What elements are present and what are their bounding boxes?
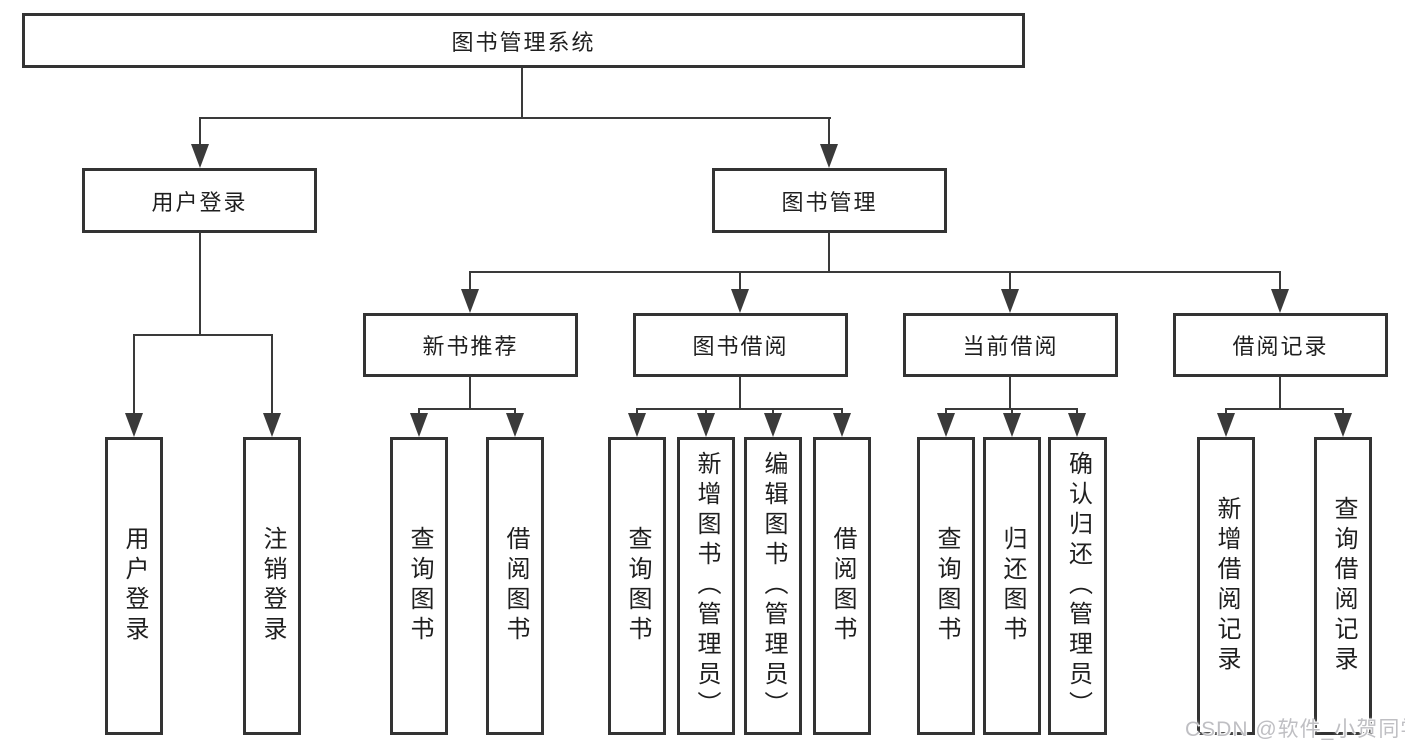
node-leaf-add-borrow-record: 新增借阅记录 xyxy=(1197,437,1255,735)
connector-line xyxy=(133,334,273,336)
node-leaf-user-login: 用户登录 xyxy=(105,437,163,735)
node-label: 归还图书 xyxy=(999,526,1026,646)
node-label: 查询图书 xyxy=(406,526,433,646)
connector-line xyxy=(828,232,830,273)
connector-arrow-down xyxy=(1271,272,1289,313)
connector-arrow-down xyxy=(833,409,851,437)
node-current-borrowing: 当前借阅 xyxy=(903,313,1118,377)
node-label: 编辑图书（管理员） xyxy=(760,451,787,721)
node-label: 注销登录 xyxy=(259,526,286,646)
connector-arrow-down xyxy=(125,335,143,437)
node-borrowing-records: 借阅记录 xyxy=(1173,313,1388,377)
connector-arrow-down xyxy=(628,409,646,437)
node-label: 借阅图书 xyxy=(829,526,856,646)
connector-arrow-down xyxy=(410,409,428,437)
node-leaf-borrow-books: 借阅图书 xyxy=(813,437,871,735)
connector-arrow-down xyxy=(731,272,749,313)
node-leaf-query-borrow-record: 查询借阅记录 xyxy=(1314,437,1372,735)
connector-line xyxy=(739,376,741,410)
connector-arrow-down xyxy=(697,409,715,437)
node-label: 新书推荐 xyxy=(422,334,519,359)
csdn-watermark: CSDN @软件_小贺同学 xyxy=(1185,718,1405,741)
node-leaf-return-books: 归还图书 xyxy=(983,437,1041,735)
connector-arrow-down xyxy=(1001,272,1019,313)
connector-arrow-down xyxy=(1334,409,1352,437)
node-label: 查询借阅记录 xyxy=(1330,496,1357,676)
connector-arrow-down xyxy=(820,118,838,168)
node-label: 查询图书 xyxy=(933,526,960,646)
connector-line xyxy=(1009,376,1011,410)
connector-line xyxy=(469,376,471,410)
connector-line xyxy=(199,117,831,119)
connector-line xyxy=(636,408,843,410)
node-label: 借阅图书 xyxy=(502,526,529,646)
node-label: 查询图书 xyxy=(624,526,651,646)
node-label: 用户登录 xyxy=(151,189,248,215)
node-label: 确认归还（管理员） xyxy=(1064,451,1092,721)
node-leaf-edit-books-admin: 编辑图书（管理员） xyxy=(744,437,802,735)
node-leaf-query-books-current: 查询图书 xyxy=(917,437,975,735)
connector-line xyxy=(1225,408,1344,410)
node-leaf-logout: 注销登录 xyxy=(243,437,301,735)
connector-arrow-down xyxy=(1003,409,1021,437)
node-label: 图书管理 xyxy=(781,189,878,215)
connector-line xyxy=(1279,376,1281,410)
node-label: 借阅记录 xyxy=(1232,334,1329,359)
node-book-borrowing: 图书借阅 xyxy=(633,313,848,377)
node-leaf-add-books-admin: 新增图书（管理员） xyxy=(677,437,735,735)
connector-arrow-down xyxy=(1068,409,1086,437)
node-label: 当前借阅 xyxy=(962,334,1059,359)
node-label: 新增借阅记录 xyxy=(1213,496,1240,676)
connector-arrow-down xyxy=(1217,409,1235,437)
node-book-management: 图书管理 xyxy=(712,168,947,233)
node-leaf-query-books-recommend: 查询图书 xyxy=(390,437,448,735)
node-label: 图书管理系统 xyxy=(451,29,596,55)
connector-line xyxy=(521,68,523,118)
node-new-book-recommendation: 新书推荐 xyxy=(363,313,578,377)
node-library-management-system: 图书管理系统 xyxy=(22,13,1025,68)
connector-arrow-down xyxy=(191,118,209,168)
connector-arrow-down xyxy=(937,409,955,437)
connector-line xyxy=(199,232,201,336)
connector-arrow-down xyxy=(461,272,479,313)
node-user-login: 用户登录 xyxy=(82,168,317,233)
connector-line xyxy=(418,408,516,410)
node-label: 用户登录 xyxy=(121,526,148,646)
connector-arrow-down xyxy=(263,335,281,437)
node-leaf-confirm-return-admin: 确认归还（管理员） xyxy=(1048,437,1107,735)
connector-arrow-down xyxy=(506,409,524,437)
connector-line xyxy=(469,271,1281,273)
node-label: 新增图书（管理员） xyxy=(693,451,720,721)
connector-arrow-down xyxy=(764,409,782,437)
node-leaf-query-books-borrow: 查询图书 xyxy=(608,437,666,735)
node-label: 图书借阅 xyxy=(692,334,789,359)
node-leaf-borrow-books-recommend: 借阅图书 xyxy=(486,437,544,735)
